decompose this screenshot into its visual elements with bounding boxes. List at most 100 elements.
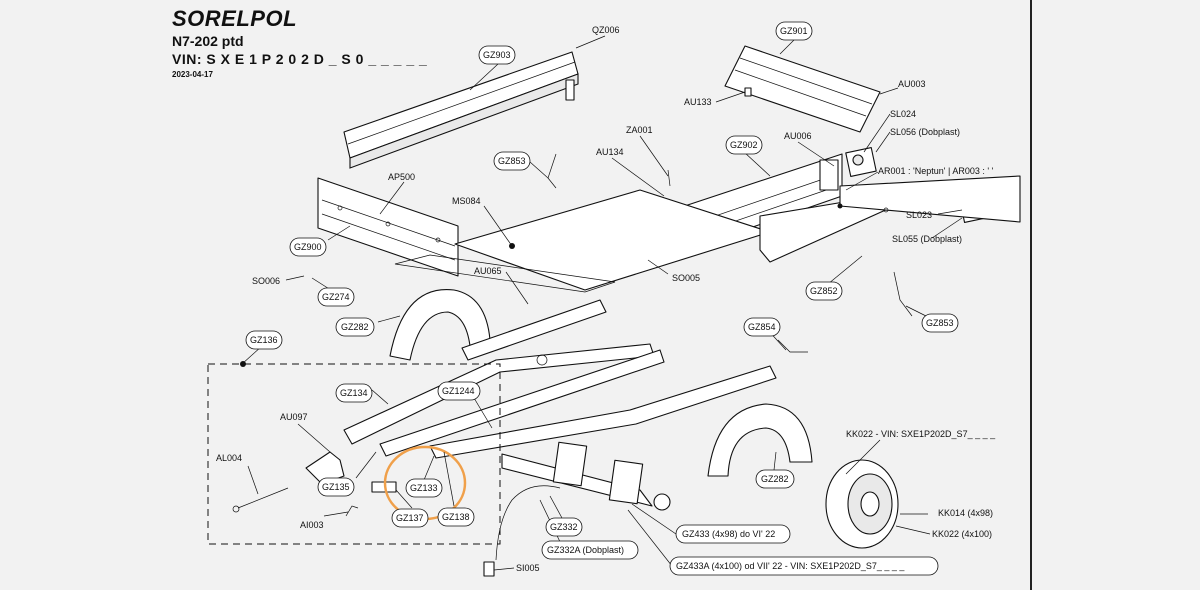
callout-so005[interactable]: SO005 (672, 273, 700, 283)
callout-label: GZ332A (Dobplast) (547, 545, 624, 555)
vin-pattern: VIN: S X E 1 P 2 0 2 D _ S 0 _ _ _ _ _ (172, 51, 428, 67)
callout-label: GZ137 (396, 513, 424, 523)
callout-label: GZ433 (4x98) do VI' 22 (682, 529, 775, 539)
callout-label: GZ274 (322, 292, 350, 302)
wheel-part (825, 459, 899, 549)
callout-kk022-vin[interactable]: KK022 - VIN: SXE1P202D_S7_ _ _ _ (846, 429, 996, 439)
front-board-part (343, 51, 579, 169)
callout-label: GZ282 (341, 322, 369, 332)
callout-label: AL004 (216, 453, 242, 463)
callout-ai003[interactable]: AI003 (300, 520, 324, 530)
callout-gz134[interactable]: GZ134 (335, 383, 373, 403)
callout-gz433a[interactable]: GZ433A (4x100) od VII' 22 - VIN: SXE1P20… (669, 556, 939, 576)
callout-gz900[interactable]: GZ900 (289, 237, 327, 257)
callout-label: AU133 (684, 97, 712, 107)
callout-label: KK022 - VIN: SXE1P202D_S7_ _ _ _ (846, 429, 996, 439)
callout-gz133[interactable]: GZ133 (405, 478, 443, 498)
callout-label: GZ902 (730, 140, 758, 150)
callout-sl023[interactable]: SL023 (906, 210, 932, 220)
callout-label: GZ135 (322, 482, 350, 492)
callout-ar001[interactable]: AR001 : 'Neptun' | AR003 : ' ' (878, 166, 994, 176)
callout-au065[interactable]: AU065 (474, 266, 502, 276)
callout-sl056[interactable]: SL056 (Dobplast) (890, 127, 960, 137)
callout-label: SL023 (906, 210, 932, 220)
callout-gz854[interactable]: GZ854 (743, 317, 781, 337)
callout-gz903[interactable]: GZ903 (478, 45, 516, 65)
callout-gz433[interactable]: GZ433 (4x98) do VI' 22 (675, 524, 791, 544)
callout-label: AU134 (596, 147, 624, 157)
callout-al004[interactable]: AL004 (216, 453, 242, 463)
callout-so006[interactable]: SO006 (252, 276, 280, 286)
callout-au006[interactable]: AU006 (784, 131, 812, 141)
callout-ms084[interactable]: MS084 (452, 196, 481, 206)
callout-label: ZA001 (626, 125, 653, 135)
callout-label: GZ1244 (442, 386, 475, 396)
callout-label: MS084 (452, 196, 481, 206)
callout-label: GZ282 (761, 474, 789, 484)
callout-label: SO005 (672, 273, 700, 283)
callout-au133[interactable]: AU133 (684, 97, 712, 107)
drawing-date: 2023-04-17 (172, 70, 213, 79)
callout-label: SI005 (516, 563, 540, 573)
callout-si005[interactable]: SI005 (516, 563, 540, 573)
callout-za001[interactable]: ZA001 (626, 125, 653, 135)
callout-qz006[interactable]: QZ006 (592, 25, 620, 35)
callout-label: KK022 (4x100) (932, 529, 992, 539)
callout-gz1244[interactable]: GZ1244 (437, 381, 481, 401)
cable-part (483, 485, 561, 577)
callout-label: GZ134 (340, 388, 368, 398)
callout-sl024[interactable]: SL024 (890, 109, 916, 119)
callout-label: SL055 (Dobplast) (892, 234, 962, 244)
callout-label: AU097 (280, 412, 308, 422)
mudguard-right-part (707, 403, 813, 477)
callout-gz852[interactable]: GZ852 (805, 281, 843, 301)
side-board-left-part (317, 177, 459, 277)
callout-gz332[interactable]: GZ332 (545, 517, 583, 537)
callout-gz136[interactable]: GZ136 (245, 330, 283, 350)
callout-label: AU006 (784, 131, 812, 141)
leader-lines (240, 35, 963, 571)
callout-gz853-a[interactable]: GZ853 (493, 151, 531, 171)
callout-ap500[interactable]: AP500 (388, 172, 415, 182)
axle-part (501, 441, 671, 511)
callout-gz282-b[interactable]: GZ282 (755, 469, 795, 489)
callout-kk014[interactable]: KK014 (4x98) (938, 508, 993, 518)
callout-label: GZ136 (250, 335, 278, 345)
callout-gz274[interactable]: GZ274 (317, 287, 355, 307)
callout-label: SL056 (Dobplast) (890, 127, 960, 137)
sheet-border-line (1030, 0, 1032, 590)
callout-gz138[interactable]: GZ138 (437, 507, 475, 527)
callout-au097[interactable]: AU097 (280, 412, 308, 422)
callout-gz137[interactable]: GZ137 (391, 508, 429, 528)
callout-label: GZ138 (442, 512, 470, 522)
callout-label: AP500 (388, 172, 415, 182)
callout-gz902[interactable]: GZ902 (725, 135, 763, 155)
callout-label: GZ853 (498, 156, 526, 166)
callout-label: SO006 (252, 276, 280, 286)
callout-label: GZ852 (810, 286, 838, 296)
callout-label: GZ133 (410, 483, 438, 493)
callout-gz332a[interactable]: GZ332A (Dobplast) (541, 540, 639, 560)
callout-gz901[interactable]: GZ901 (775, 21, 813, 41)
coupling-part (232, 451, 397, 517)
callout-au134[interactable]: AU134 (596, 147, 624, 157)
callout-sl055[interactable]: SL055 (Dobplast) (892, 234, 962, 244)
callout-label: GZ853 (926, 318, 954, 328)
rear-lamp-right-part (845, 147, 877, 177)
brand-title: SORELPOL (172, 6, 298, 31)
callout-kk022[interactable]: KK022 (4x100) (932, 529, 992, 539)
callout-label: AU065 (474, 266, 502, 276)
callout-au003[interactable]: AU003 (898, 79, 926, 89)
callout-label: GZ901 (780, 26, 808, 36)
tailgate-part (724, 45, 881, 133)
callout-gz853-b[interactable]: GZ853 (921, 313, 959, 333)
callout-gz135[interactable]: GZ135 (317, 477, 355, 497)
callout-label: QZ006 (592, 25, 620, 35)
callout-label: AI003 (300, 520, 324, 530)
callout-label: SL024 (890, 109, 916, 119)
callout-label: AR001 : 'Neptun' | AR003 : ' ' (878, 166, 994, 176)
callout-gz282-a[interactable]: GZ282 (335, 317, 375, 337)
model-name: N7-202 ptd (172, 33, 244, 49)
